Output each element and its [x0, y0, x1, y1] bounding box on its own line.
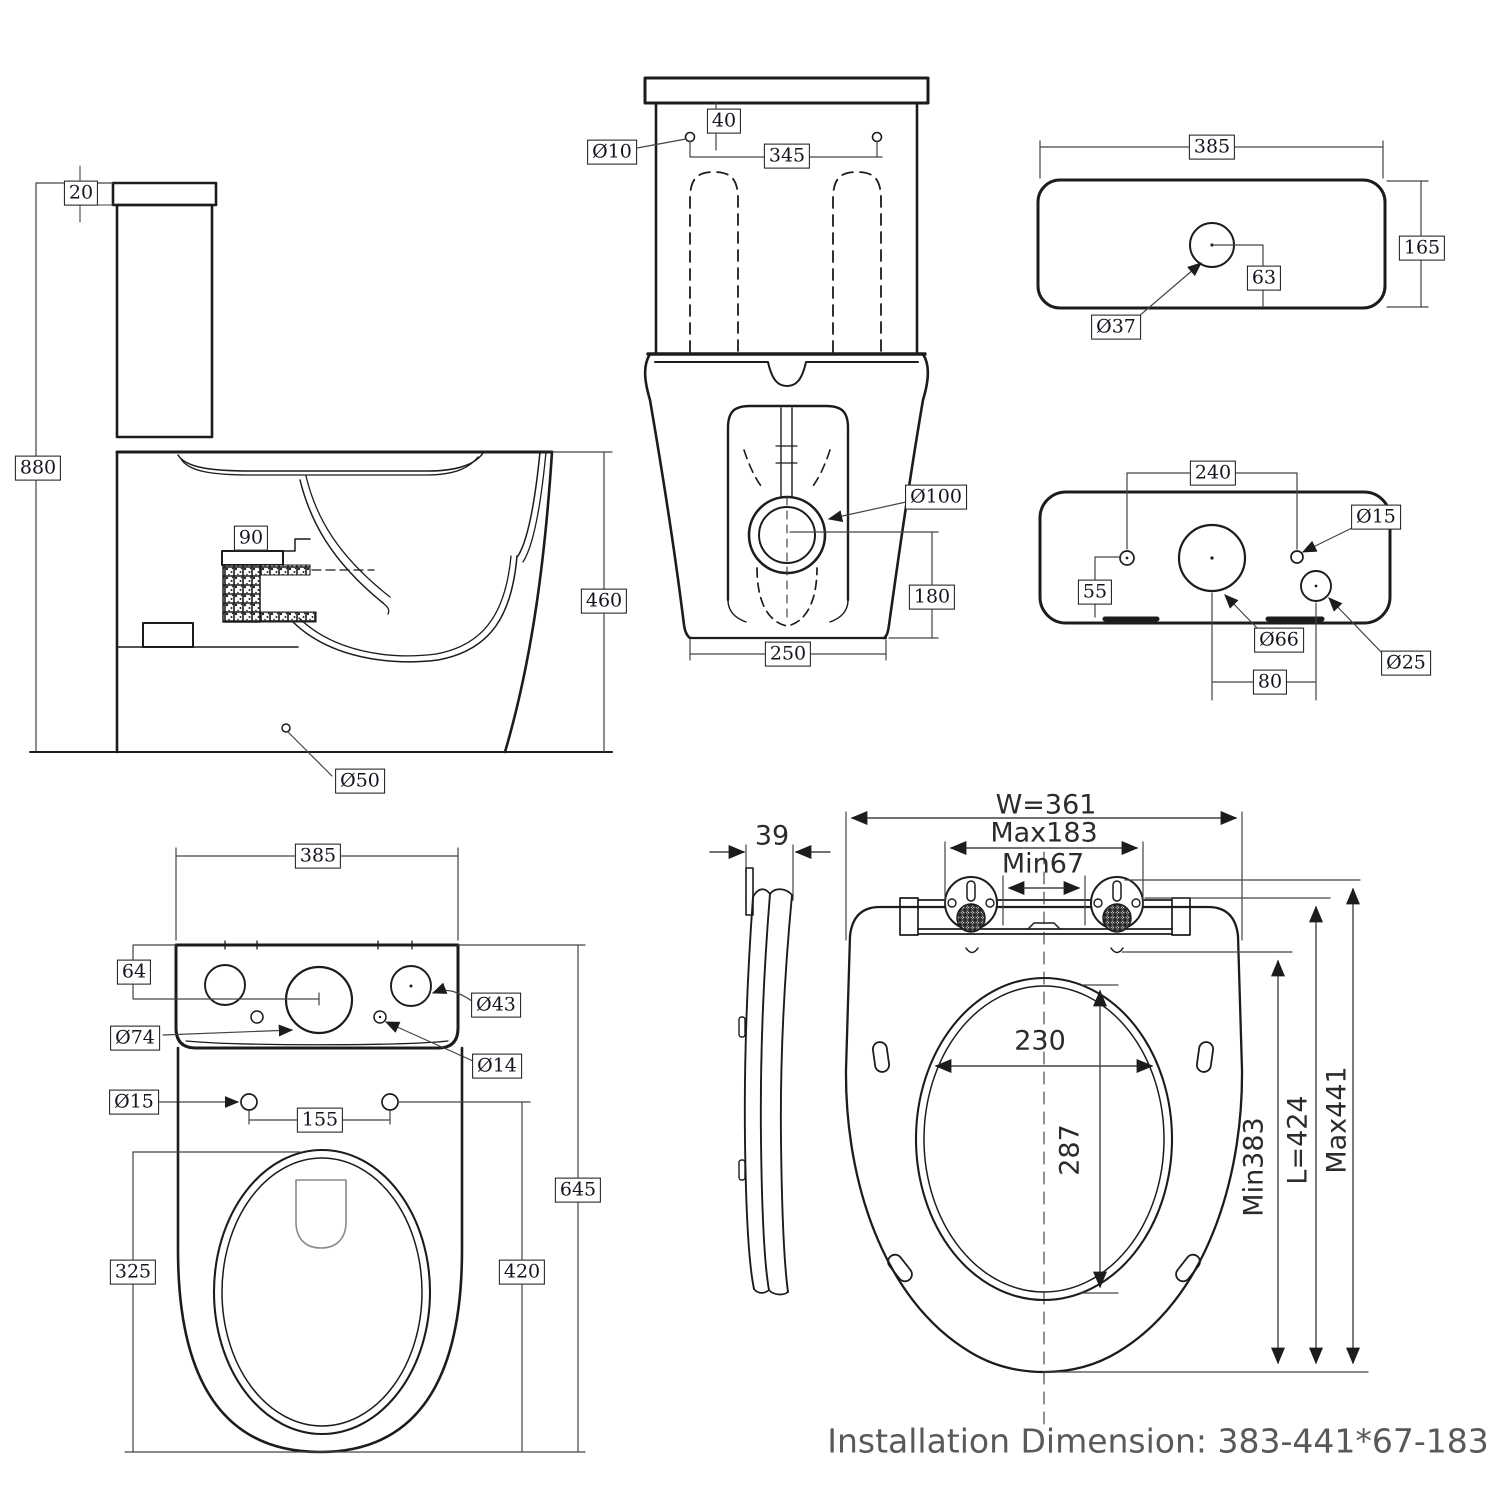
- outlet-circle-inner: [758, 506, 816, 564]
- seat-bolt-left: [240, 1093, 258, 1111]
- seat-side-view: [709, 844, 831, 1296]
- lid-top-view: [1036, 140, 1429, 318]
- dim-label-trap-width: 90: [233, 525, 269, 551]
- dim-label-hinge-min: Min67: [1001, 848, 1085, 880]
- dim-label-hole-diameter: Ø10: [587, 139, 637, 165]
- cistern-lid-front: [643, 76, 930, 105]
- floor-outlet-hole: [281, 723, 291, 733]
- dim-label-tank-width: 385: [294, 843, 342, 869]
- dim-label-seat-width: W=361: [995, 789, 1097, 821]
- seat-opening-inner: [923, 985, 1165, 1293]
- flush-valve-hole: [284, 965, 354, 1035]
- tank-holes-view: [1038, 472, 1392, 701]
- lid-outline: [1036, 178, 1387, 310]
- dim-label-total-height: 880: [14, 455, 62, 481]
- dim-label-length-max: Max441: [1321, 1066, 1353, 1174]
- dim-label-outlet-height: 180: [908, 584, 956, 610]
- back-panel: [726, 404, 850, 602]
- outlet-circle-outer: [747, 495, 827, 575]
- dim-label-outlet-dia: Ø100: [905, 484, 967, 510]
- seat-hinge-left: [944, 876, 998, 933]
- dim-label-bolt-dia: Ø15: [1351, 504, 1401, 530]
- dim-label-inlet-offset: 80: [1252, 669, 1288, 695]
- dim-label-opening-width: 230: [1014, 1025, 1066, 1057]
- cistern-plan: [174, 943, 460, 1050]
- dim-label-length-min: Min383: [1238, 1117, 1270, 1217]
- dim-label-small-hole: Ø14: [472, 1053, 522, 1079]
- cistern-body-side: [115, 203, 214, 439]
- bowl-top-view: [124, 847, 586, 1454]
- dim-label-valve-drop: 64: [116, 959, 152, 985]
- dim-label-flush-valve: Ø74: [110, 1025, 160, 1051]
- trap-plate: [221, 550, 284, 566]
- hole-left: [204, 964, 246, 1006]
- dim-label-inlet-dia: Ø25: [1381, 650, 1431, 676]
- lid-bolt-left: [684, 131, 696, 143]
- dim-label-open-length: 325: [109, 1259, 157, 1285]
- dim-label-edge-offset: 55: [1077, 579, 1113, 605]
- dim-label-bolt-spacing: 240: [1189, 460, 1237, 486]
- dim-label-opening-length: 287: [1054, 1124, 1086, 1176]
- dim-label-button-offset: 63: [1246, 265, 1282, 291]
- dim-label-bowl-height: 460: [580, 588, 628, 614]
- bolt-hole-left: [1119, 550, 1135, 566]
- dim-label-seat-thickness: 39: [754, 820, 790, 852]
- dim-label-lid-width: 385: [1188, 134, 1236, 160]
- dim-label-floor-outlet: Ø50: [335, 768, 385, 794]
- dim-label-seat-bolt-dia: Ø15: [109, 1089, 159, 1115]
- dim-label-seat-bolt-sp: 155: [296, 1107, 344, 1133]
- bowl-opening-outer: [212, 1148, 432, 1436]
- seat-bolt-right: [381, 1093, 399, 1111]
- outlet-box: [142, 622, 194, 648]
- dim-label-hinge-max: Max183: [990, 817, 1098, 849]
- fill-valve-dashed: [832, 171, 882, 353]
- tank-underside-outline: [1038, 490, 1392, 625]
- dim-label-lid-thickness: 20: [63, 180, 99, 206]
- hinge-tab: [745, 867, 754, 916]
- seat-bumper-1: [738, 1016, 746, 1038]
- flush-hole: [1177, 523, 1247, 593]
- dim-label-hole-drop: 40: [706, 108, 742, 134]
- dim-label-bolt-front: 420: [498, 1259, 546, 1285]
- inlet-hole: [1300, 570, 1332, 602]
- dim-label-hole-spacing: 345: [763, 143, 811, 169]
- lid-bolt-right: [871, 131, 883, 143]
- inlet-hole-plan: [390, 965, 432, 1007]
- flush-button-plan: [295, 1179, 347, 1249]
- flush-valve-dashed: [689, 171, 739, 353]
- trap-seal-block: [222, 564, 261, 623]
- dim-label-inlet-hole: Ø43: [471, 992, 521, 1018]
- installation-note: Installation Dimension: 383-441*67-183: [827, 1421, 1489, 1461]
- dim-label-length: L=424: [1282, 1095, 1314, 1185]
- seat-bumper-2: [738, 1159, 746, 1181]
- seat-top-view: [844, 811, 1369, 1433]
- dim-label-flush-hole: Ø66: [1254, 627, 1304, 653]
- seat-opening-outer: [914, 976, 1174, 1302]
- dim-label-lid-depth: 165: [1398, 235, 1446, 261]
- dim-label-total-length: 645: [554, 1177, 602, 1203]
- side-view: [29, 165, 613, 777]
- bowl-back-edge: [503, 450, 554, 754]
- bolt-hole-right: [1290, 550, 1304, 564]
- cistern-lid-side: [111, 181, 218, 207]
- dim-label-button-dia: Ø37: [1091, 314, 1141, 340]
- seat-hinge-right: [1090, 876, 1144, 933]
- dim-label-base-width: 250: [764, 641, 812, 667]
- bowl-opening-inner: [221, 1157, 423, 1427]
